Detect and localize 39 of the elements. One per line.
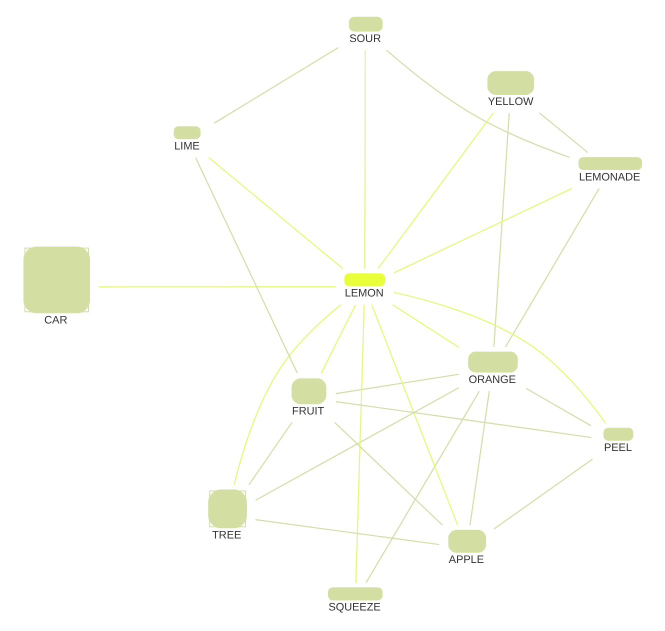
node-label: APPLE: [448, 554, 484, 566]
connector: [393, 188, 572, 274]
connector: [234, 304, 342, 485]
node-label: SOUR: [349, 32, 381, 45]
connector: [371, 304, 458, 526]
connector: [504, 188, 600, 348]
connector: [364, 50, 366, 269]
node-label: CAR: [44, 314, 68, 326]
connector: [355, 304, 365, 583]
node-label: FRUIT: [292, 406, 324, 418]
connector: [195, 157, 298, 374]
connector: [255, 519, 440, 546]
connector: [494, 458, 593, 530]
connector: [320, 304, 356, 374]
connector: [248, 422, 293, 486]
connector: [526, 388, 592, 426]
connector: [98, 286, 336, 288]
node-label: ORANGE: [468, 374, 516, 386]
node-label: PEEL: [604, 442, 632, 454]
connector: [386, 50, 570, 158]
node-label: LIME: [174, 140, 200, 152]
node-label: SQUEEZE: [328, 602, 381, 614]
connector: [214, 47, 339, 124]
connector: [336, 374, 459, 394]
connector: [393, 292, 606, 424]
node-label: LEMON: [344, 287, 384, 300]
connector: [469, 390, 490, 526]
node-label: TREE: [212, 529, 242, 542]
connector: [392, 304, 460, 348]
connector: [336, 401, 592, 438]
connector: [378, 112, 494, 269]
connector: [334, 422, 443, 526]
connector: [208, 157, 344, 270]
node-label: YELLOW: [488, 96, 534, 108]
node-label: LEMONADE: [578, 171, 640, 184]
connector: [255, 387, 460, 501]
connector: [539, 112, 588, 153]
connector: [493, 113, 510, 347]
connector: [366, 390, 480, 583]
